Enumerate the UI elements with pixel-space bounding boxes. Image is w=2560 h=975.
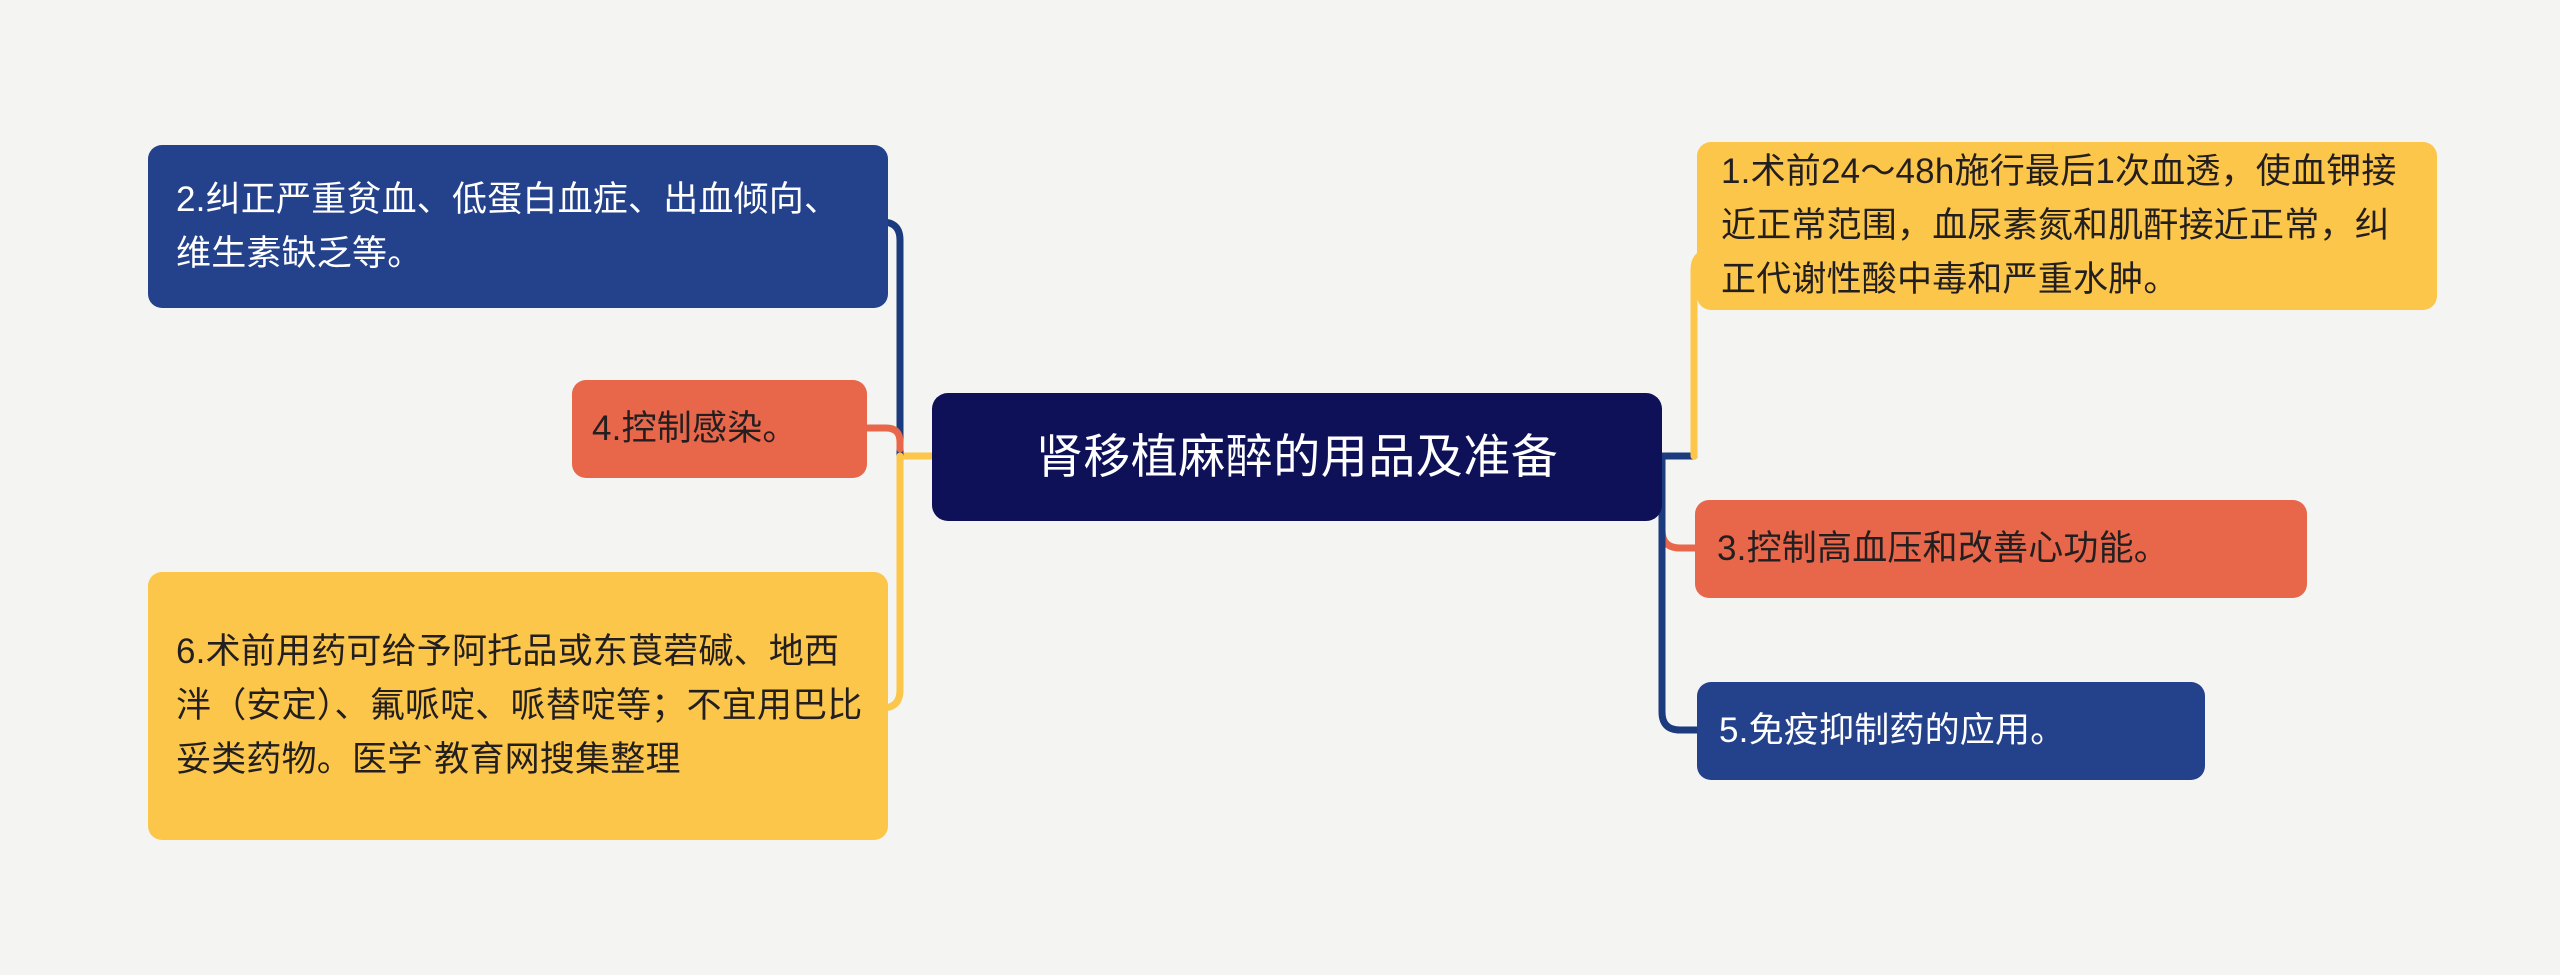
branch-node-2-label: 2.纠正严重贫血、低蛋白血症、出血倾向、维生素缺乏等。 — [176, 179, 840, 273]
mindmap-branch-node-1[interactable]: 1.术前24～48h施行最后1次血透，使血钾接近正常范围，血尿素氮和肌酐接近正常… — [1697, 142, 2437, 310]
branch-node-6-label: 6.术前用药可给予阿托品或东莨菪碱、地西泮（安定）、氟哌啶、哌替啶等；不宜用巴比… — [176, 632, 863, 779]
branch-node-1-label: 1.术前24～48h施行最后1次血透，使血钾接近正常范围，血尿素氮和肌酐接近正常… — [1721, 152, 2397, 299]
mindmap-branch-node-6[interactable]: 6.术前用药可给予阿托品或东莨菪碱、地西泮（安定）、氟哌啶、哌替啶等；不宜用巴比… — [148, 572, 888, 840]
branch-node-5-label: 5.免疫抑制药的应用。 — [1719, 711, 2066, 750]
connector-branch-5 — [1658, 452, 1702, 734]
mindmap-branch-node-5[interactable]: 5.免疫抑制药的应用。 — [1697, 682, 2205, 780]
branch-node-4-label: 4.控制感染。 — [592, 409, 798, 448]
mindmap-root-node[interactable]: 肾移植麻醉的用品及准备 — [932, 393, 1662, 521]
mindmap-branch-node-4[interactable]: 4.控制感染。 — [572, 380, 867, 478]
connector-branch-3 — [1658, 452, 1701, 552]
root-node-label: 肾移植麻醉的用品及准备 — [1035, 430, 1559, 483]
mindmap-branch-node-3[interactable]: 3.控制高血压和改善心功能。 — [1695, 500, 2307, 598]
branch-node-3-label: 3.控制高血压和改善心功能。 — [1717, 529, 2169, 568]
connector-branch-4 — [863, 424, 904, 453]
mindmap-branch-node-2[interactable]: 2.纠正严重贫血、低蛋白血症、出血倾向、维生素缺乏等。 — [148, 145, 888, 308]
